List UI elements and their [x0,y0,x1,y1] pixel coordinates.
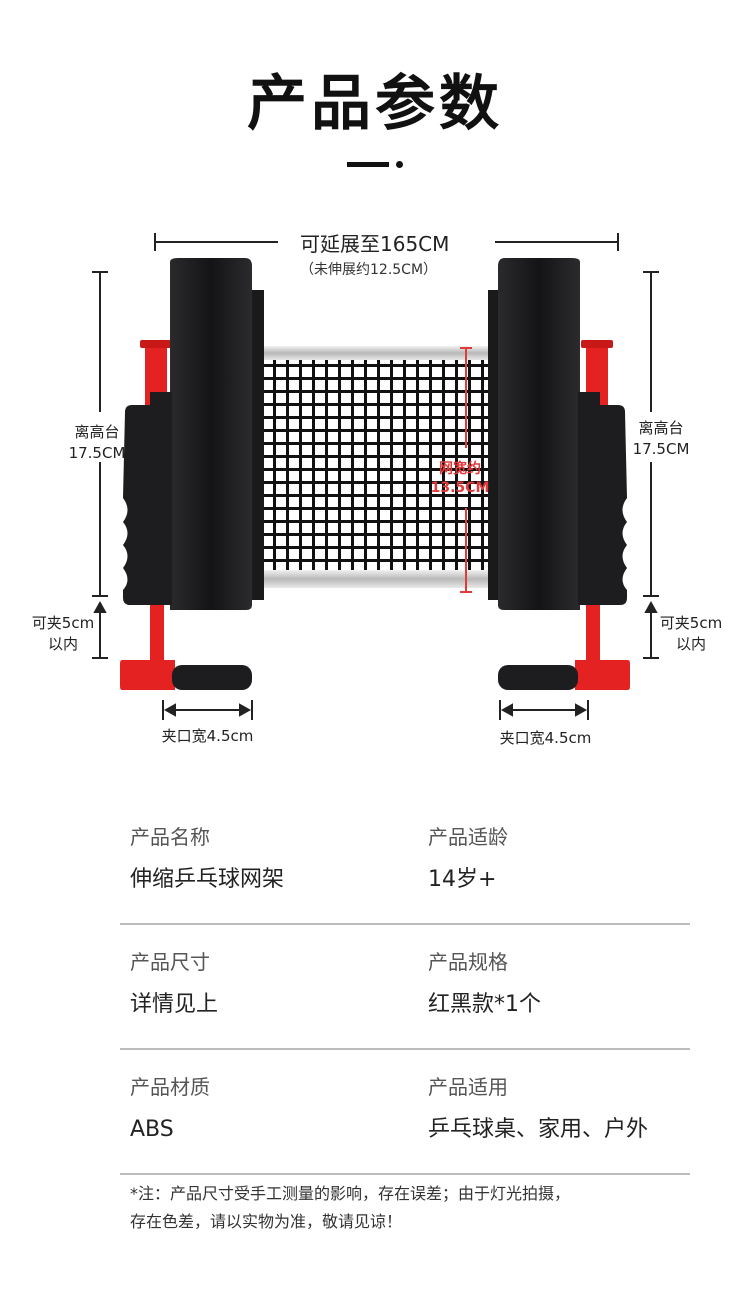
spec-label: 产品适用 [428,1075,508,1099]
disclaimer-note: *注：产品尺寸受手工测量的影响，存在误差；由于灯光拍摄， 存在色差，请以实物为准… [130,1180,690,1236]
spec-cell: 产品名称 伸缩乒乓球网架 [130,822,284,896]
spec-value: 伸缩乒乓球网架 [130,867,285,892]
spec-label: 产品名称 [130,825,210,849]
title-dot [396,161,403,168]
width-sublabel: （未伸展约12.5CM） [300,262,438,278]
right-height-dimension [643,271,659,597]
spec-cell: 产品材质 ABS [130,1072,210,1146]
left-height-dimension [92,271,108,597]
left-jaw-dimension [162,700,253,720]
title-underline [347,162,389,167]
net-top-rail [262,346,490,360]
left-clamp-label: 可夹5cm 以内 [31,614,95,653]
left-clamp-dimension [92,600,108,659]
spec-label: 产品适龄 [428,825,508,849]
spec-value: 乒乓球桌、家用、户外 [428,1117,649,1142]
spec-table: 产品名称 伸缩乒乓球网架 产品适龄 14岁+ 产品尺寸 详情见上 产品规格 红黑… [120,800,690,1175]
spec-value: 红黑款*1个 [428,992,541,1017]
net [262,346,490,588]
right-clamp-pad [498,665,578,690]
right-clamp-dimension [643,600,659,659]
right-post [488,258,630,690]
spec-label: 产品规格 [428,950,508,974]
spec-row: 产品名称 伸缩乒乓球网架 产品适龄 14岁+ [120,800,690,925]
spec-label: 产品尺寸 [130,950,210,974]
spec-cell: 产品适龄 14岁+ [428,822,508,896]
left-height-label: 离高台 17.5CM [68,423,126,462]
spec-cell: 产品适用 乒乓球桌、家用、户外 [428,1072,648,1146]
width-dimension [154,233,619,251]
product-diagram [92,233,659,720]
spec-cell: 产品规格 红黑款*1个 [428,947,541,1021]
left-clamp-pad [172,665,252,690]
spec-value: 14岁+ [428,867,497,892]
spec-value: 详情见上 [130,992,219,1017]
left-red-stem [150,605,164,667]
right-height-label: 离高台 17.5CM [632,419,690,458]
net-width-label: 网宽约 13.5CM [430,461,490,496]
right-jaw-label: 夹口宽4.5cm [499,729,592,747]
left-jaw-label: 夹口宽4.5cm [161,727,254,745]
left-post [120,258,264,690]
spec-row: 产品尺寸 详情见上 产品规格 红黑款*1个 [120,925,690,1050]
right-red-stem [586,605,600,667]
right-jaw-dimension [499,700,589,720]
net-mesh [262,360,490,570]
width-label: 可延展至165CM [300,232,450,256]
spec-value: ABS [130,1117,174,1142]
page-title: 产品参数 [247,69,503,139]
note-line: 存在色差，请以实物为准，敬请见谅！ [130,1212,403,1231]
spec-cell: 产品尺寸 详情见上 [130,947,218,1021]
net-width-marker [460,347,472,593]
right-clamp-label: 可夹5cm 以内 [659,614,723,653]
spec-label: 产品材质 [130,1075,210,1099]
net-bottom-rail [262,570,490,588]
note-line: *注：产品尺寸受手工测量的影响，存在误差；由于灯光拍摄， [130,1184,571,1203]
spec-row: 产品材质 ABS 产品适用 乒乓球桌、家用、户外 [120,1050,690,1175]
